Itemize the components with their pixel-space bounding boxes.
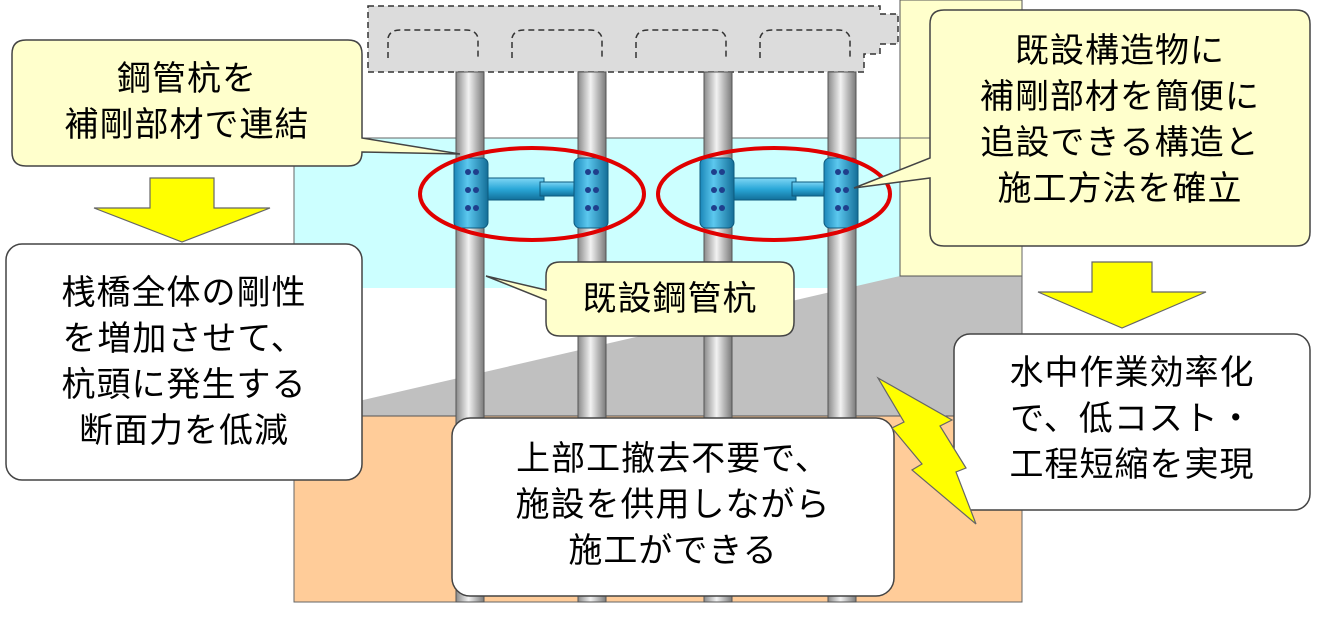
highlight-ellipse-left: [418, 146, 646, 242]
deck-superstructure: [367, 5, 899, 73]
stiffening-brace-right: [699, 157, 859, 229]
callout-construction-bubble: [451, 417, 895, 597]
stiffening-brace-left: [453, 157, 609, 229]
arrow-down-left: [93, 177, 271, 243]
callout-underwater-text: 水中作業効率化 で、低コスト・ 工程短縮を実現: [1009, 353, 1255, 485]
highlight-ellipse-right: [656, 146, 892, 242]
callout-structure-bubble: [853, 9, 1311, 247]
callout-stiffness-text: 桟橋全体の剛性 を増加させて、 杭頭に発生する 断面力を低減: [61, 273, 307, 451]
callout-stiffness-bubble: [5, 243, 363, 481]
lightning-arrow: [876, 376, 977, 525]
callout-underwater-bubble: [953, 333, 1311, 511]
callout-connect-bubble: [11, 39, 461, 167]
callout-structure-text: 既設構造物に 補剛部材を簡便に 追設できる構造と 施工方法を確立: [980, 31, 1260, 209]
callout-pile-bubble: [485, 261, 795, 337]
callout-construction-text: 上部工撤去不要で、 施設を供用しながら 施工ができる: [515, 439, 831, 571]
callout-pile-text: 既設鋼管杭: [582, 279, 758, 319]
callout-connect-text: 鋼管杭を 補剛部材で連結: [64, 59, 310, 145]
arrow-down-right: [1037, 261, 1207, 329]
